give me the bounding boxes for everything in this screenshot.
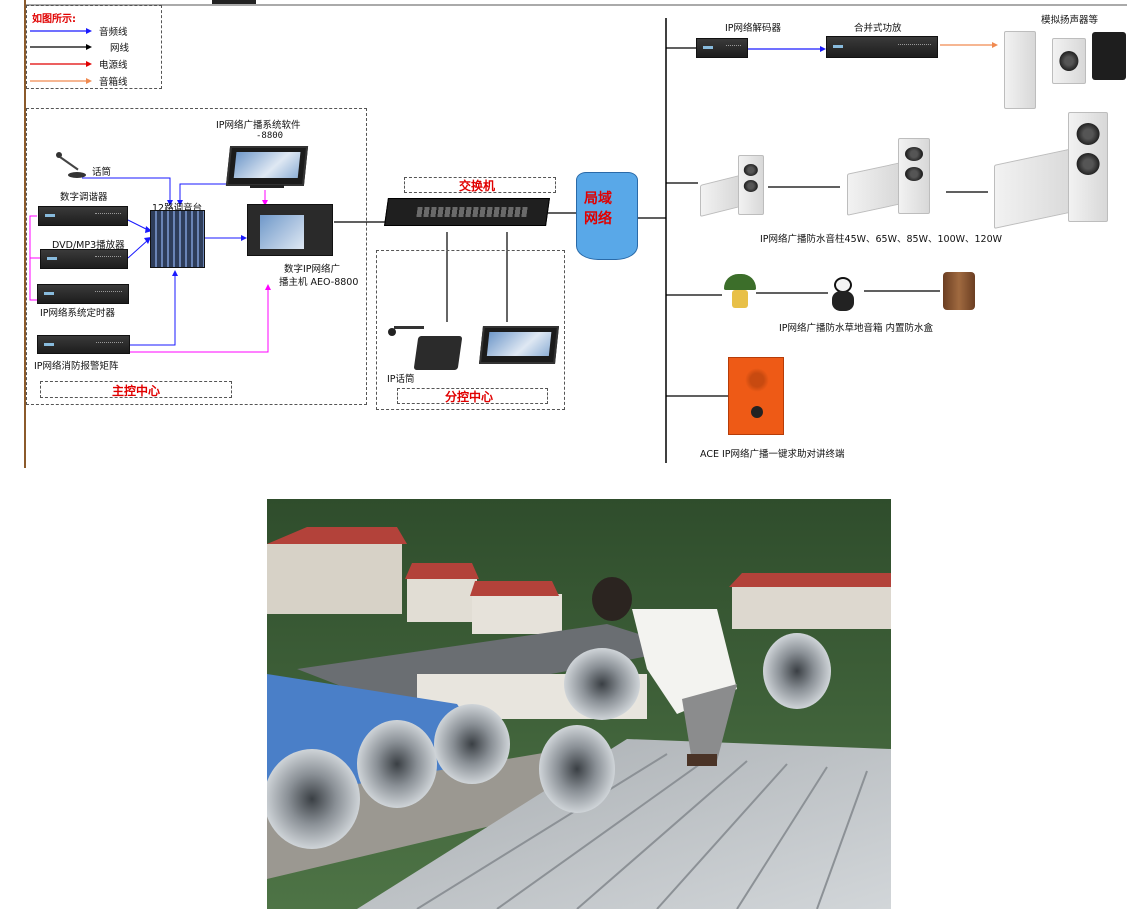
lawn-speaker-panda-icon: [828, 277, 858, 313]
tuner-rack-device-icon: [38, 206, 128, 226]
legend-speaker-label: 音箱线: [99, 77, 128, 88]
sub-monitor-icon: [479, 326, 559, 364]
host-label-2: 播主机 AEO-8800: [279, 277, 359, 288]
sub-control-title-box: [397, 388, 548, 404]
fire-rack-device-icon: [37, 335, 130, 354]
lan-label-1: 局域: [584, 191, 612, 207]
monitor-stand: [250, 185, 284, 188]
legend-audio-label: 音频线: [99, 27, 128, 38]
analog-column-speaker-icon: [1004, 31, 1036, 109]
dvd-rack-device-icon: [40, 249, 128, 269]
host-label-1: 数字IP网络广: [284, 264, 341, 275]
fire-label: IP网络消防报警矩阵: [34, 361, 119, 372]
decoder-rack-device-icon: [696, 38, 748, 58]
legend-title: 如图所示:: [32, 14, 76, 25]
analog-speaker-label: 模拟扬声器等: [1041, 15, 1099, 26]
mic-label: 话筒: [92, 167, 112, 178]
legend-box: [26, 5, 162, 89]
tuner-label: 数字调谐器: [60, 192, 108, 203]
column-speaker-label: IP网络广播防水音柱45W、65W、85W、100W、120W: [760, 234, 1003, 245]
switch-label-box: [404, 177, 556, 193]
sub-control-title: 分控中心: [445, 390, 494, 404]
switch-label: 交换机: [459, 179, 496, 193]
mixer-label: 12路调音台: [152, 203, 203, 214]
help-terminal-label: ACE IP网络广播一键求助对讲终端: [700, 449, 845, 460]
cloud-icon: [576, 172, 638, 260]
sub-control-box: [376, 250, 565, 410]
timer-rack-device-icon: [37, 284, 129, 304]
software-label: IP网络广播系统软件: [216, 120, 301, 131]
timer-label: IP网络系统定时器: [40, 308, 116, 319]
dvd-label: DVD/MP3播放器: [52, 240, 125, 251]
mixer-icon: [150, 210, 205, 268]
lawn-speaker-mushroom-icon: [722, 274, 758, 310]
rooftop-install-photo: [267, 499, 891, 909]
lan-label-2: 网络: [584, 211, 612, 227]
main-control-title: 主控中心: [112, 384, 161, 398]
software-monitor-icon: [225, 146, 309, 186]
column-speaker-icon-2: [898, 138, 930, 214]
analog-box-speaker-white-icon: [1052, 38, 1086, 84]
software-code: -8800: [256, 131, 284, 141]
amp-label: 合并式功放: [854, 23, 902, 34]
main-control-title-box: [40, 381, 232, 398]
switch-icon: [384, 198, 550, 226]
intercom-terminal-icon: [728, 357, 784, 435]
column-speaker-icon-1: [738, 155, 764, 215]
main-control-box: [26, 108, 367, 405]
photo-scene: [267, 499, 891, 909]
microphone-icon: [54, 150, 88, 180]
legend-power-label: 电源线: [99, 60, 128, 71]
lawn-speaker-label: IP网络广播防水草地音箱 内置防水盒: [779, 323, 934, 334]
amp-rack-device-icon: [826, 36, 938, 58]
lawn-speaker-stump-icon: [943, 272, 975, 310]
host-rack-device-icon: [247, 204, 333, 256]
ip-microphone-icon: [386, 316, 464, 372]
legend-network-label: 网线: [110, 43, 130, 54]
column-speaker-icon-3: [1068, 112, 1108, 222]
sub-mic-label: IP话筒: [387, 374, 415, 385]
decoder-label: IP网络解码器: [725, 23, 782, 34]
analog-box-speaker-black-icon: [1092, 32, 1126, 80]
